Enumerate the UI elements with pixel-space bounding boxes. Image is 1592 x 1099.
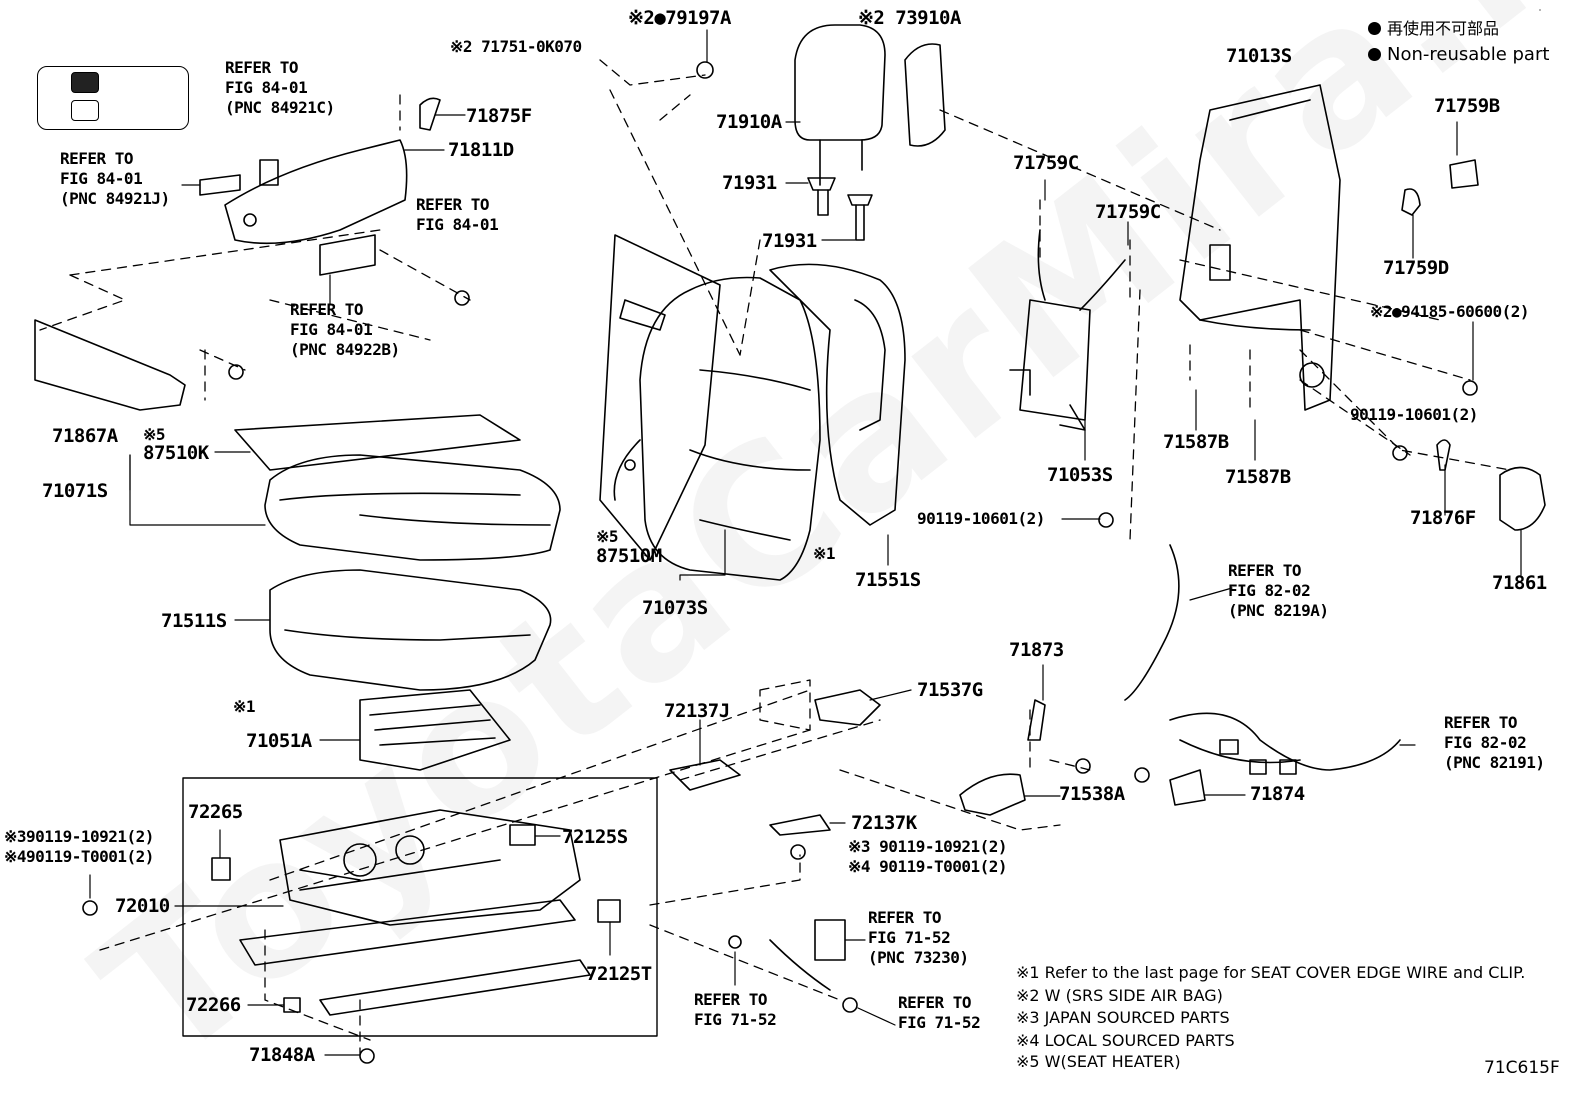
part-87510M[interactable]: 87510M	[596, 545, 662, 567]
part-71931-b[interactable]: 71931	[762, 230, 817, 252]
footnote-2: ※2 W (SRS SIDE AIR BAG)	[1016, 986, 1223, 1005]
adjuster-art	[199, 97, 441, 276]
side-shield-art	[34, 319, 186, 411]
part-71873[interactable]: 71873	[1009, 639, 1064, 661]
mark-note5-a: ※5	[143, 425, 166, 444]
part-72010[interactable]: 72010	[115, 895, 170, 917]
part-71874[interactable]: 71874	[1250, 783, 1305, 805]
part-71538A[interactable]: 71538A	[1059, 783, 1125, 805]
seat-track-art	[182, 777, 658, 1037]
part-90119-10921[interactable]: ※3 90119-10921(2)	[848, 837, 1008, 856]
part-73910A[interactable]: ※2 73910A	[858, 7, 961, 29]
mark-note5-b: ※5	[596, 527, 619, 546]
part-90119-10601-a[interactable]: 90119-10601(2)	[1350, 405, 1478, 424]
part-94185-60600[interactable]: ※2●94185-60600(2)	[1370, 302, 1530, 321]
legend-swatch-dark	[71, 72, 99, 93]
nonreusable-legend-jp: 再使用不可部品	[1368, 18, 1499, 39]
part-71511S[interactable]: 71511S	[161, 610, 227, 632]
part-71053S[interactable]: 71053S	[1047, 464, 1113, 486]
part-71759C-a[interactable]: 71759C	[1013, 152, 1079, 174]
part-72125T[interactable]: 72125T	[586, 963, 652, 985]
part-71811D[interactable]: 71811D	[448, 139, 514, 161]
footnote-5: ※5 W(SEAT HEATER)	[1016, 1052, 1181, 1071]
seat-back-cushion-art	[639, 263, 906, 581]
part-71537G[interactable]: 71537G	[917, 679, 983, 701]
part-71867A[interactable]: 71867A	[52, 425, 118, 447]
part-71876F[interactable]: 71876F	[1410, 507, 1476, 529]
legend-swatch-light	[71, 100, 99, 121]
bracket-art	[669, 689, 1206, 836]
part-71071S[interactable]: 71071S	[42, 480, 108, 502]
seatback-frame-art	[1179, 84, 1341, 411]
part-71861[interactable]: 71861	[1492, 572, 1547, 594]
figure-code: 71C615F	[1484, 1058, 1560, 1078]
part-90119-T0001[interactable]: ※4 90119-T0001(2)	[848, 857, 1008, 876]
part-71051A[interactable]: 71051A	[246, 730, 312, 752]
dashed-leader-lines	[39, 59, 1511, 1056]
filled-dot-icon	[1368, 48, 1381, 61]
footnote-4: ※4 LOCAL SOURCED PARTS	[1016, 1031, 1235, 1050]
part-71759D[interactable]: 71759D	[1383, 257, 1449, 279]
part-79197A[interactable]: ※2●79197A	[628, 7, 731, 29]
part-71848A[interactable]: 71848A	[249, 1044, 315, 1066]
legend-box	[37, 66, 189, 130]
mark-note1-a: ※1	[233, 697, 256, 716]
part-71759C-b[interactable]: 71759C	[1095, 201, 1161, 223]
part-72265[interactable]: 72265	[188, 801, 243, 823]
guide-art	[807, 177, 873, 241]
fastener-art	[82, 61, 1478, 1064]
part-71587B-b[interactable]: 71587B	[1225, 466, 1291, 488]
back-board-art	[599, 234, 721, 561]
harness-art	[1124, 544, 1401, 775]
knob-art	[1401, 159, 1546, 531]
footnote-1: ※1 Refer to the last page for SEAT COVER…	[1016, 963, 1526, 982]
mark-note1-b: ※1	[813, 544, 836, 563]
part-72137K[interactable]: 72137K	[851, 812, 917, 834]
part-87510K[interactable]: 87510K	[143, 442, 209, 464]
headrest-art	[794, 24, 946, 186]
part-71910A[interactable]: 71910A	[716, 111, 782, 133]
filled-dot-icon	[1368, 22, 1381, 35]
part-71875F[interactable]: 71875F	[466, 105, 532, 127]
part-71551S[interactable]: 71551S	[855, 569, 921, 591]
seat-spring-art	[359, 689, 511, 771]
part-71751-0K070[interactable]: ※2 71751-0K070	[450, 37, 582, 56]
part-left-90119-T0001[interactable]: ※490119-T0001(2)	[4, 847, 154, 866]
part-71759B[interactable]: 71759B	[1434, 95, 1500, 117]
lumbar-art	[1009, 229, 1126, 431]
part-left-90119-10921[interactable]: ※390119-10921(2)	[4, 827, 154, 846]
part-71931-a[interactable]: 71931	[722, 172, 777, 194]
nonreusable-legend-en: Non-reusable part	[1368, 44, 1549, 65]
footnote-3: ※3 JAPAN SOURCED PARTS	[1016, 1008, 1230, 1027]
part-71073S[interactable]: 71073S	[642, 597, 708, 619]
solid-leader-lines	[89, 9, 1541, 1056]
part-72137J[interactable]: 72137J	[664, 700, 730, 722]
part-90119-10601-b[interactable]: 90119-10601(2)	[917, 509, 1045, 528]
part-72125S[interactable]: 72125S	[562, 826, 628, 848]
part-71013S[interactable]: 71013S	[1226, 45, 1292, 67]
seat-cushion-art	[234, 414, 561, 691]
part-71587B-a[interactable]: 71587B	[1163, 431, 1229, 453]
part-72266[interactable]: 72266	[186, 994, 241, 1016]
